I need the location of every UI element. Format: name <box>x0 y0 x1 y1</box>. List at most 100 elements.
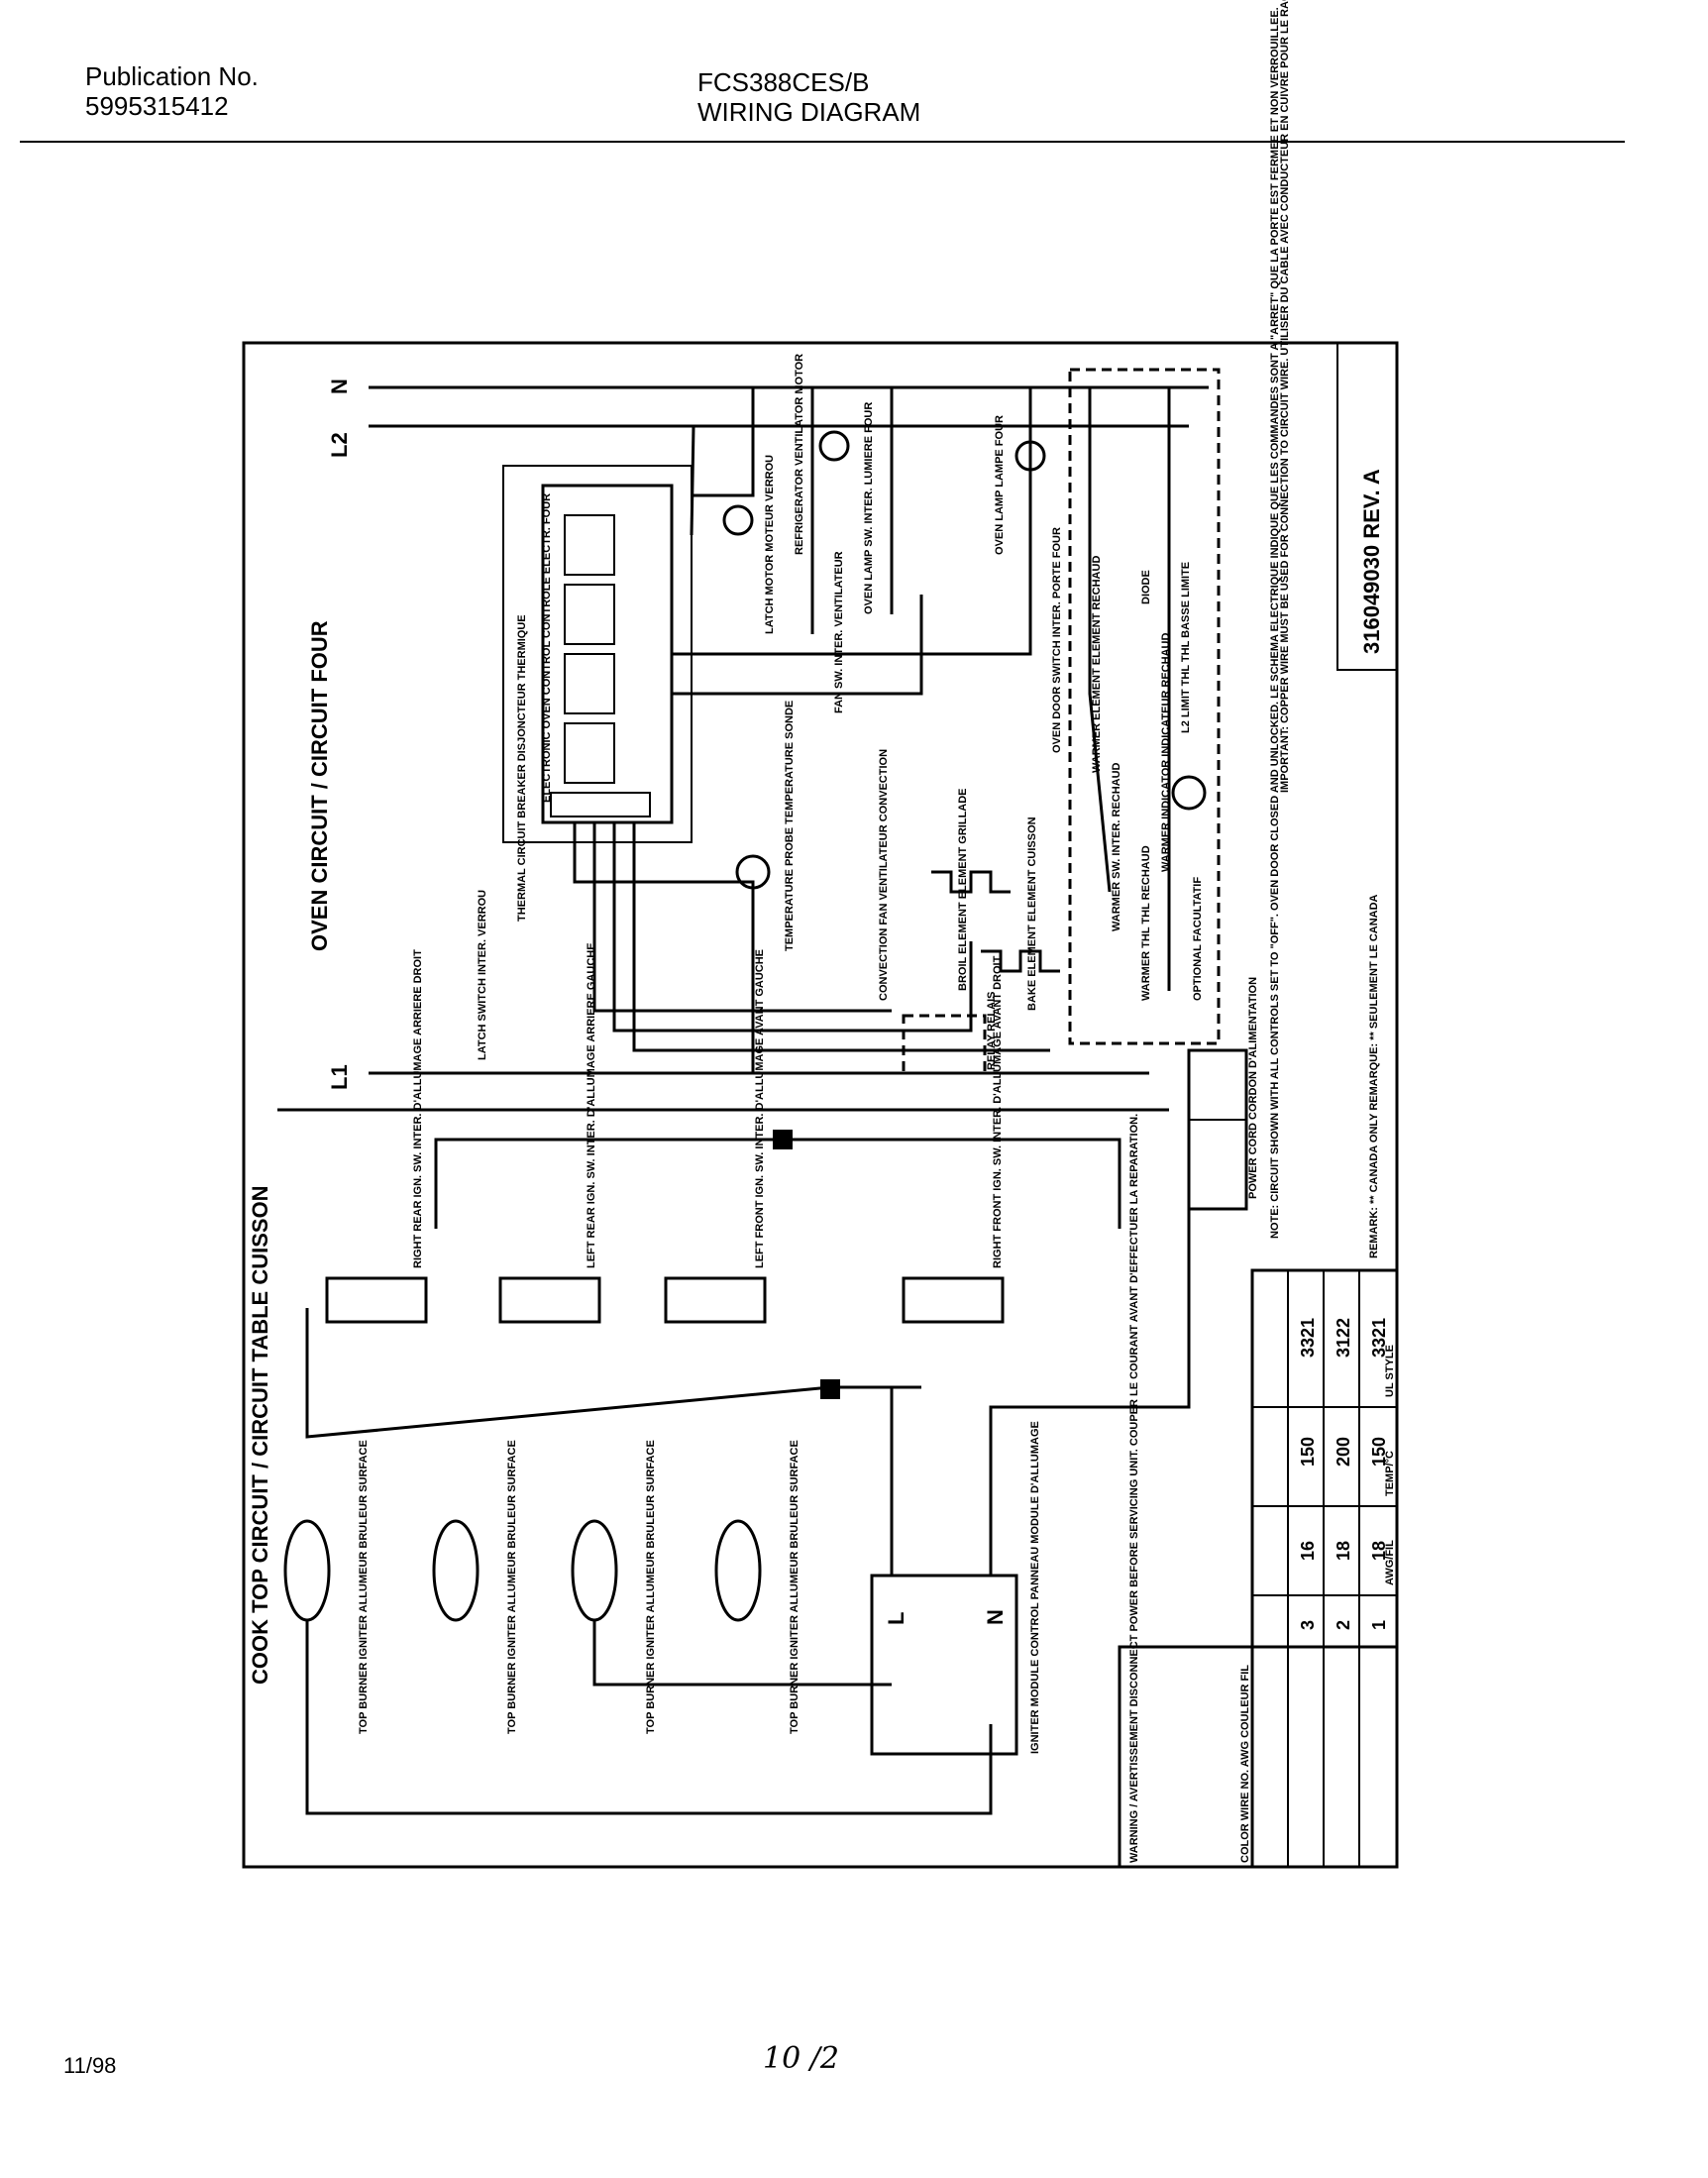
right-rear-switch-label: RIGHT REAR IGN. SW. INTER. D'ALLUMAGE AR… <box>412 949 424 1268</box>
power-cord-label: POWER CORD CORDON D'ALIMENTATION <box>1247 977 1259 1199</box>
latch-motor-icon <box>722 504 754 536</box>
wire-k3 <box>632 822 1050 1052</box>
convection-fan-label: CONVECTION FAN VENTILATEUR CONVECTION <box>878 749 890 1001</box>
oven-lamp-switch-label: OVEN LAMP SW. INTER. LUMIERE FOUR <box>863 402 875 614</box>
relay-k3 <box>564 653 615 714</box>
cooktop-n-bus <box>434 1138 1121 1229</box>
module-terminal-l: L <box>884 1612 908 1625</box>
wire-k1 <box>672 387 1032 656</box>
publication-number: 5995315412 <box>85 91 229 121</box>
diode-label: DIODE <box>1140 570 1152 604</box>
igniter-4-icon <box>714 1519 762 1622</box>
warmer-indicator-label: WARMER INDICATOR INDICATEUR RECHAUD <box>1160 633 1172 872</box>
right-front-switch <box>902 1276 1005 1324</box>
line-n-label: N <box>327 379 352 394</box>
table-cell: 200 <box>1334 1437 1353 1467</box>
wire-control-n <box>692 387 755 497</box>
wire-module-n <box>989 1209 1191 1576</box>
temperature-probe-label: TEMPERATURE PROBE TEMPERATURE SONDE <box>784 701 796 951</box>
wire-igniter-return-1 <box>305 1620 993 1815</box>
model-number: FCS388CES/B <box>697 67 870 97</box>
bake-element-label: BAKE ELEMENT ELEMENT CUISSON <box>1026 817 1038 1011</box>
table-cell: 18 <box>1334 1541 1353 1561</box>
left-rear-switch <box>498 1276 601 1324</box>
latch-switch-label: LATCH SWITCH INTER. VERROU <box>477 890 488 1060</box>
document-title: WIRING DIAGRAM <box>697 97 921 127</box>
left-rear-switch-label: LEFT REAR IGN. SW. INTER. D'ALLUMAGE ARR… <box>586 942 597 1268</box>
right-rear-switch <box>325 1276 428 1324</box>
footer-date: 11/98 <box>63 2053 117 2078</box>
power-cord-block <box>1187 1048 1248 1211</box>
cooktop-l-bus <box>305 1308 921 1439</box>
fan-motor-icon <box>818 430 850 462</box>
wire-igniter-return-2 <box>592 1620 892 1687</box>
warmer-indicator-icon <box>1171 775 1207 811</box>
igniter-1-label: TOP BURNER IGNITER ALLUMEUR BRULEUR SURF… <box>358 1440 370 1734</box>
publication-block: Publication No. 5995315412 <box>85 61 259 121</box>
igniter-2-label: TOP BURNER IGNITER ALLUMEUR BRULEUR SURF… <box>506 1440 518 1734</box>
optional-warmer-box <box>1068 368 1221 1045</box>
optional-label: OPTIONAL FACULTATIF <box>1192 877 1204 1001</box>
warmer-thl-label: WARMER THL THL RECHAUD <box>1140 845 1152 1001</box>
igniter-4-label: TOP BURNER IGNITER ALLUMEUR BRULEUR SURF… <box>789 1440 801 1734</box>
table-footer: UL STYLE <box>1384 1345 1396 1397</box>
oven-lamp-label: OVEN LAMP LAMPE FOUR <box>994 415 1006 555</box>
igniter-2-icon <box>432 1519 480 1622</box>
table-cell: 3122 <box>1334 1318 1353 1358</box>
left-front-switch <box>664 1276 767 1324</box>
relay-k2 <box>564 584 615 645</box>
wire-table-title: COLOR WIRE NO. AWG COULEUR FIL <box>1239 1665 1251 1863</box>
right-front-switch-label: RIGHT FRONT IGN. SW. INTER. D'ALLUMAGE A… <box>992 955 1004 1268</box>
warmer-element-label: WARMER ELEMENT ELEMENT RECHAUD <box>1091 556 1103 773</box>
diagram-frame <box>242 341 1399 1869</box>
latch-motor-label: LATCH MOTOR MOTEUR VERROU <box>764 455 776 634</box>
line-l2-label: L2 <box>327 432 352 458</box>
module-terminal-n: N <box>983 1609 1008 1625</box>
broil-element-label: BROIL ELEMENT ELEMENT GRILLADE <box>957 788 969 991</box>
igniter-module <box>870 1574 1018 1756</box>
temperature-probe-icon <box>735 854 771 890</box>
igniter-3-icon <box>571 1519 618 1622</box>
oven-control-label: ELECTRONIC OVEN CONTROL CONTROLE ELECTR.… <box>541 493 553 803</box>
l-junction <box>820 1379 840 1399</box>
broil-element-icon <box>931 870 1011 894</box>
wire-k6 <box>573 822 755 1073</box>
relay-label: RELAY RELAIS <box>986 992 998 1070</box>
wire-module-l <box>830 1385 894 1576</box>
table-cell: 3 <box>1298 1620 1318 1630</box>
table-cell: 3321 <box>1369 1318 1389 1358</box>
table-cell: 1 <box>1369 1620 1389 1630</box>
table-cell: 18 <box>1369 1541 1389 1561</box>
table-cell: 2 <box>1334 1620 1353 1630</box>
wire-warmer <box>1088 387 1112 893</box>
relay-k1 <box>564 514 615 576</box>
control-terminal-strip <box>550 792 651 817</box>
left-front-switch-label: LEFT FRONT IGN. SW. INTER. D'ALLUMAGE AV… <box>754 949 766 1268</box>
wire-k2 <box>672 595 923 696</box>
door-switch-label: OVEN DOOR SWITCH INTER. PORTE FOUR <box>1051 527 1063 753</box>
n-junction <box>773 1130 793 1149</box>
table-cell: 150 <box>1298 1437 1318 1467</box>
wire-k5 <box>592 822 892 1013</box>
relay-k4 <box>564 722 615 784</box>
warning-box <box>1118 1645 1399 1869</box>
limit-label: L2 LIMIT THL THL BASSE LIMITE <box>1180 562 1192 733</box>
relay-box <box>902 1014 987 1075</box>
thermal-breaker-label: THERMAL CIRCUIT BREAKER DISJONCTEUR THER… <box>516 614 528 922</box>
table-cell: 16 <box>1298 1541 1318 1561</box>
wire-control-l2 <box>690 425 695 536</box>
warmer-switch-label: WARMER SW. INTER. RECHAUD <box>1111 762 1122 931</box>
part-number-box <box>1336 342 1398 671</box>
fan-motor-label: REFRIGERATOR VENTILATOR MOTOR <box>794 354 805 555</box>
igniter-3-label: TOP BURNER IGNITER ALLUMEUR BRULEUR SURF… <box>645 1440 657 1734</box>
remark-note: REMARK: ** CANADA ONLY REMARQUE: ** SEUL… <box>1368 894 1380 1258</box>
table-footer: AWG/FIL <box>1384 1540 1396 1585</box>
table-cell: 150 <box>1369 1437 1389 1467</box>
igniter-1-icon <box>283 1519 331 1622</box>
line-l1-label: L1 <box>327 1064 352 1090</box>
cooktop-circuit-title: COOK TOP CIRCUIT / CIRCUIT TABLE CUISSON <box>248 1185 272 1685</box>
warning-text: WARNING / AVERTISSEMENT DISCONNECT POWER… <box>1128 1114 1140 1863</box>
oven-circuit-title: OVEN CIRCUIT / CIRCUIT FOUR <box>307 620 332 951</box>
model-block: FCS388CES/B WIRING DIAGRAM <box>697 67 920 127</box>
